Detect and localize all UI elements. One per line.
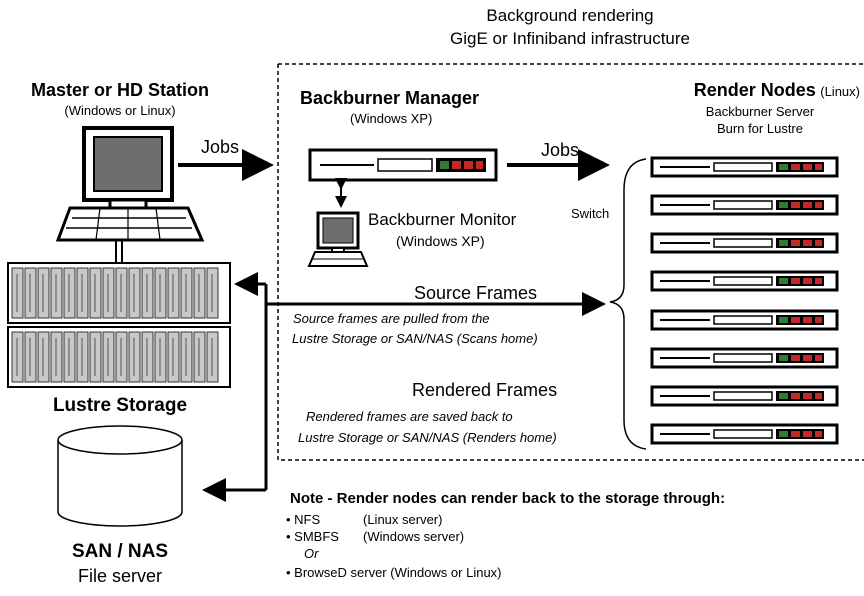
master-station-subtitle: (Windows or Linux): [64, 103, 176, 118]
switch-label: Switch: [571, 206, 610, 221]
render-farm-boundary: [277, 63, 864, 461]
backburner-manager-title: Backburner Manager: [300, 88, 480, 108]
workstation-icon: [55, 126, 205, 242]
note-title: Note - Render nodes can render back to t…: [290, 490, 726, 507]
backburner-manager-subtitle: (Windows XP): [350, 111, 433, 126]
san-nas-subtitle: File server: [77, 566, 162, 586]
note-item-nfs-desc: (Linux server): [363, 512, 443, 527]
lustre-storage-label: Lustre Storage: [52, 395, 188, 416]
note-item-or: Or: [304, 546, 319, 561]
backburner-monitor-title: Backburner Monitor: [368, 210, 517, 229]
jobs-label-1: Jobs: [201, 137, 240, 157]
render-node: [650, 194, 839, 216]
rendered-frames-label: Rendered Frames: [412, 380, 558, 400]
jobs-label-2: Jobs: [541, 140, 580, 160]
source-frames-desc-2: Lustre Storage or SAN/NAS (Scans home): [292, 331, 538, 346]
render-node: [650, 309, 839, 331]
note-item-smbfs-desc: (Windows server): [363, 529, 465, 544]
san-nas-icon: [57, 425, 183, 527]
render-node: [650, 156, 839, 178]
render-nodes-title-text: Render Nodes: [693, 80, 816, 100]
source-frames-desc-1: Source frames are pulled from the: [293, 311, 490, 326]
render-node: [650, 270, 839, 292]
backburner-manager-icon: [308, 148, 498, 182]
san-nas-title: SAN / NAS: [71, 541, 169, 562]
render-nodes-title: Render Nodes (Linux): [620, 80, 860, 101]
render-node: [650, 423, 839, 445]
rendered-frames-desc-1: Rendered frames are saved back to: [306, 409, 513, 424]
source-frames-path: [202, 272, 606, 502]
note-item-smbfs: • SMBFS: [286, 529, 339, 544]
lustre-storage-icon: [7, 262, 231, 388]
infrastructure-title-line1: Background rendering: [486, 6, 654, 25]
rendered-frames-desc-2: Lustre Storage or SAN/NAS (Renders home): [298, 430, 557, 445]
render-nodes-line3: Burn for Lustre: [717, 121, 803, 136]
source-frames-label: Source Frames: [414, 283, 538, 303]
render-node: [650, 385, 839, 407]
backburner-monitor-subtitle: (Windows XP): [396, 233, 485, 249]
render-node-list: [650, 156, 839, 445]
note-item-browsed: • BrowseD server (Windows or Linux): [286, 565, 502, 580]
backburner-monitor-icon: [307, 211, 369, 267]
render-node: [650, 232, 839, 254]
render-node: [650, 347, 839, 369]
note-item-label: • NFS: [286, 512, 321, 527]
master-station-title: Master or HD Station: [30, 80, 210, 100]
note-item-nfs: • NFS: [286, 512, 320, 527]
render-nodes-os: (Linux): [820, 84, 860, 99]
switch-brace: [609, 158, 647, 450]
infrastructure-title-line2: GigE or Infiniband infrastructure: [449, 29, 690, 48]
render-nodes-line2: Backburner Server: [705, 104, 815, 119]
